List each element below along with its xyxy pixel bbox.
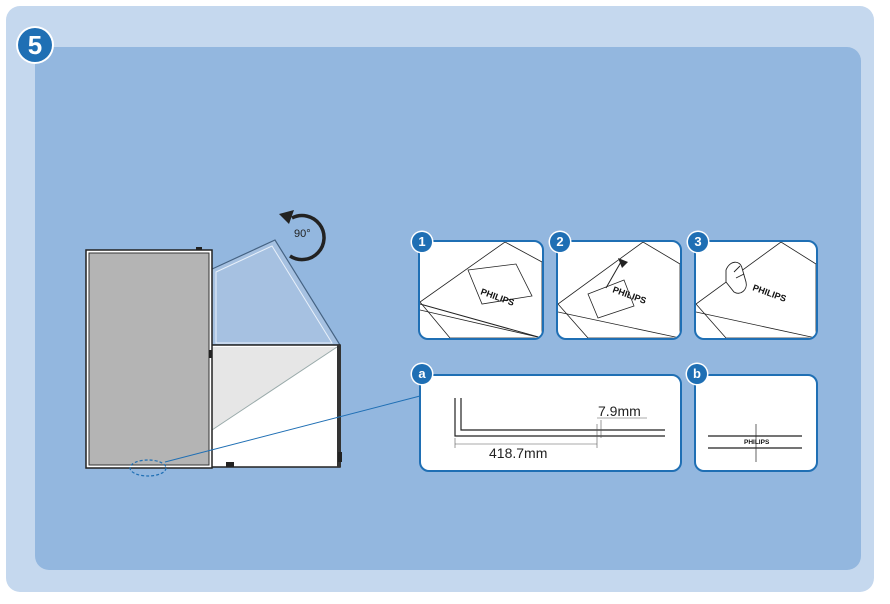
step-number-badge: 5	[18, 28, 52, 62]
width-dimension-label: 418.7mm	[489, 445, 547, 461]
rotation-label: 90°	[294, 228, 311, 240]
gap-dimension-label: 7.9mm	[598, 403, 641, 419]
detail-card-b: PHILIPS	[694, 374, 818, 472]
logo-alignment-drawing: PHILIPS	[708, 424, 802, 462]
detail-badge-b: b	[687, 364, 707, 384]
substep-card-1: PHILIPS	[418, 240, 544, 340]
rotation-arrow-icon	[279, 210, 326, 262]
logo-callout-ellipse	[129, 459, 167, 477]
detail-badge-a: a	[412, 364, 432, 384]
substep-badge-2: 2	[550, 232, 570, 252]
dimension-drawing: 7.9mm 418.7mm	[454, 398, 665, 461]
substep-badge-3: 3	[688, 232, 708, 252]
substep-card-2: PHILIPS	[556, 240, 682, 340]
peel-illustration-2: PHILIPS	[558, 242, 680, 338]
callout-leader-line	[164, 395, 421, 463]
substep-badge-1: 1	[412, 232, 432, 252]
hand-icon	[725, 261, 747, 294]
peel-illustration-1: PHILIPS	[420, 242, 542, 338]
peel-illustration-3: PHILIPS	[696, 242, 816, 338]
logo-alignment-text: PHILIPS	[744, 439, 770, 446]
detail-card-a: 7.9mm 418.7mm	[419, 374, 682, 472]
substep-card-3: PHILIPS	[694, 240, 818, 340]
